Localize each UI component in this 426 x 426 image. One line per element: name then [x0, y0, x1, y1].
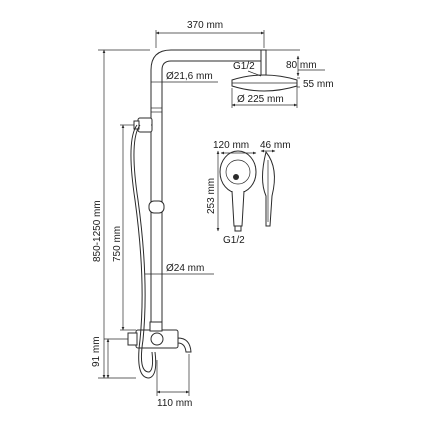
- shower-hose: [130, 124, 157, 379]
- label-hand-connection: G1/2: [223, 235, 245, 246]
- label-upper-pipe-diameter: Ø21,6 mm: [166, 71, 213, 82]
- dim-total-height: [98, 49, 150, 379]
- label-hand-width: 120 mm: [213, 140, 249, 151]
- label-head-height: 80 mm: [286, 60, 317, 71]
- shower-hose-inner: [133, 124, 154, 373]
- label-holder-height: 750 mm: [112, 226, 123, 262]
- hand-shower-side: [262, 150, 275, 227]
- label-head-connection: G1/2: [233, 61, 255, 72]
- dim-arm-length: [155, 30, 265, 48]
- pipe-slider: [148, 200, 165, 214]
- dim-head-diameter: [231, 88, 298, 108]
- dim-spout-length: [156, 354, 190, 396]
- label-head-diameter: Ø 225 mm: [237, 94, 284, 105]
- label-head-offset: 55 mm: [303, 79, 334, 90]
- riser-pipe: [150, 49, 264, 340]
- label-spout-length: 110 mm: [157, 398, 192, 409]
- label-lower-pipe-diameter: Ø24 mm: [166, 263, 204, 274]
- dim-mixer-height: [104, 338, 128, 379]
- label-arm-length: 370 mm: [187, 20, 223, 31]
- dim-head-height: [266, 49, 325, 79]
- label-hand-length: 253 mm: [206, 178, 217, 214]
- bath-mixer: [127, 321, 192, 353]
- label-total-height: 850-1250 mm: [92, 200, 103, 262]
- hand-shower-front: [219, 150, 257, 232]
- label-mixer-height: 91 mm: [91, 336, 102, 367]
- label-hand-depth: 46 mm: [260, 140, 291, 151]
- dim-holder-height: [120, 124, 136, 331]
- dim-head-offset: [296, 80, 300, 88]
